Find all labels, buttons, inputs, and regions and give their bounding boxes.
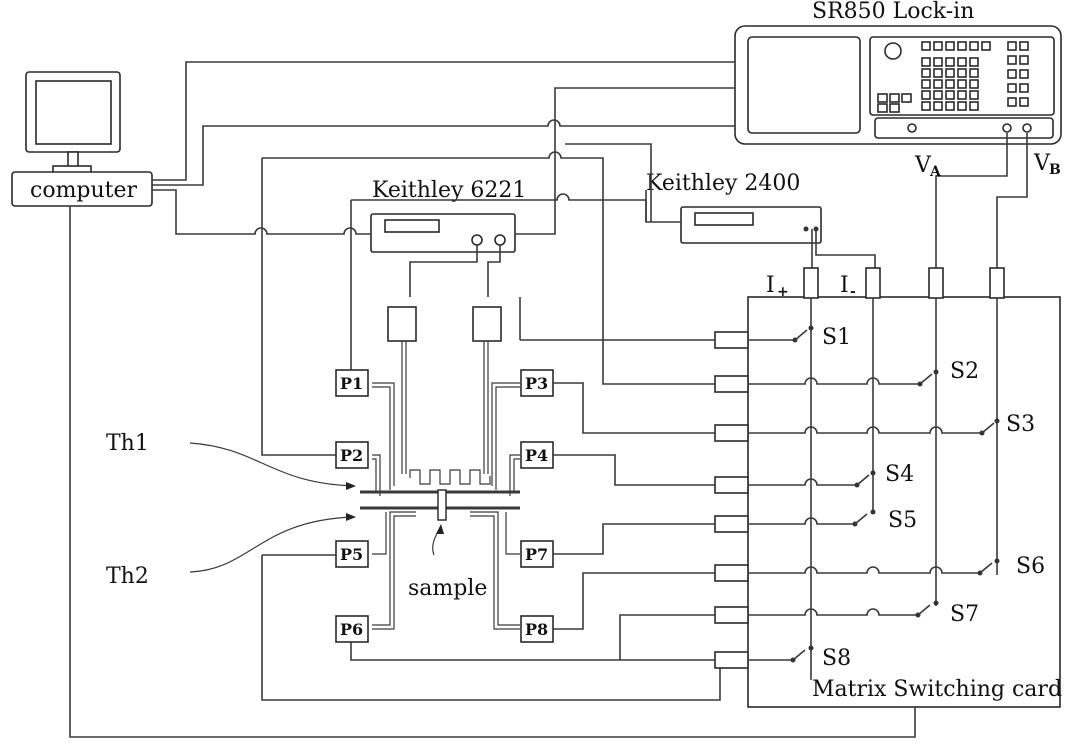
switch-label: S1 [822,325,851,350]
sample-label: sample [408,576,487,601]
card-connectors [803,267,1005,299]
switch-label: S3 [1006,412,1035,437]
pad-label: P3 [525,374,548,393]
computer: computer [11,71,153,207]
pad-p7: P7 [520,540,554,568]
pad-p5: P5 [335,540,369,568]
switch-label: S2 [950,359,979,384]
keithley-2400: Keithley 2400 [646,171,822,244]
switch-label: S8 [822,646,851,671]
switch-s6: S6 [714,554,1045,582]
switch-s7: S7 [714,600,979,627]
matrix-label: Matrix Switching card [812,677,1062,702]
iminus-sub: - [850,284,856,300]
switch-label: S6 [1016,554,1045,579]
pad-label: P6 [340,620,363,639]
pad-label: P2 [340,446,363,465]
pad-label: P7 [525,545,548,564]
lockin-label: SR850 Lock-in [812,0,974,24]
switch-s4: S4 [714,462,914,494]
connector-labels: I + I - V A V B [766,151,1061,300]
computer-label: computer [30,178,138,203]
sample-stage [360,306,520,630]
th1-label: Th1 [106,431,149,456]
pad-p2: P2 [335,441,369,469]
iminus-label: I [840,273,849,298]
switch-s5: S5 [714,508,917,533]
switch-label: S5 [888,508,917,533]
keithley-2400-label: Keithley 2400 [646,171,800,196]
pad-p4: P4 [520,441,554,469]
pad-label: P1 [340,374,363,393]
keithley-6221: Keithley 6221 [370,178,526,253]
switch-s8: S8 [714,645,851,671]
matrix-switching-card: Matrix Switching card [747,296,1062,708]
iplus-sub: + [777,284,789,300]
switch-label: S4 [885,462,914,487]
pad-p1: P1 [335,369,369,397]
pad-label: P5 [340,545,363,564]
iplus-label: I [766,273,775,298]
vb-sub: B [1049,162,1061,178]
pad-p6: P6 [335,615,369,643]
switch-s1: S1 [714,325,851,350]
th2-label: Th2 [106,564,149,589]
vb-label: V [1033,151,1051,176]
pad-label: P4 [525,446,548,465]
wiring [69,61,1028,738]
lockin-amplifier: SR850 Lock-in [734,0,1062,145]
thermometer-labels: Th1 Th2 sample [106,431,487,601]
keithley-6221-label: Keithley 6221 [372,178,526,203]
pad-label: P8 [525,620,548,639]
va-sub: A [929,164,942,180]
switch-s2: S2 [714,359,979,393]
switch-label: S7 [950,602,979,627]
pad-p3: P3 [520,369,554,397]
va-label: V [914,153,932,178]
pad-p8: P8 [520,615,554,643]
switch-s3: S3 [714,412,1035,442]
